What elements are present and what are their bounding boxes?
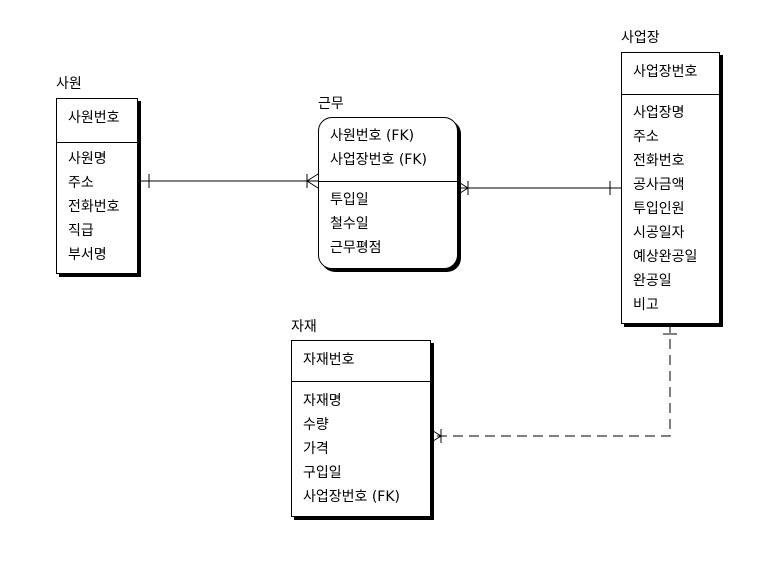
attribute: 사업장명 bbox=[633, 105, 685, 121]
attribute: 공사금액 bbox=[633, 177, 685, 193]
relationship-site-material bbox=[429, 323, 677, 444]
attribute: 자재명 bbox=[303, 393, 342, 409]
attribute: 근무평점 bbox=[330, 240, 382, 256]
divider bbox=[622, 94, 719, 95]
pk-section: 사원번호 (FK) 사업장번호 (FK) bbox=[319, 118, 457, 172]
attribute-list: 사원명 주소 전화번호 직급 부서명 bbox=[57, 147, 120, 267]
entity-work[interactable]: 사원번호 (FK) 사업장번호 (FK) 투입일 철수일 근무평점 bbox=[318, 117, 458, 269]
relationship-work-site bbox=[456, 180, 621, 196]
divider bbox=[57, 142, 137, 143]
attribute: 예상완공일 bbox=[633, 249, 698, 265]
pk-section: 사업장번호 bbox=[622, 53, 719, 84]
attribute: 전화번호 bbox=[68, 199, 120, 215]
attribute: 부서명 bbox=[68, 247, 107, 263]
attribute: 투입일 bbox=[330, 192, 369, 208]
pk-attribute: 사원번호 bbox=[68, 110, 120, 126]
pk-attribute: 사원번호 (FK) bbox=[330, 128, 415, 144]
divider bbox=[319, 181, 457, 182]
entity-employee[interactable]: 사원번호 사원명 주소 전화번호 직급 부서명 bbox=[56, 98, 138, 274]
entity-title-employee: 사원 bbox=[56, 76, 82, 92]
entity-title-work: 근무 bbox=[318, 96, 344, 112]
entity-title-site: 사업장 bbox=[621, 30, 660, 46]
attribute: 투입인원 bbox=[633, 201, 685, 217]
attribute: 수량 bbox=[303, 417, 329, 433]
attribute-list: 투입일 철수일 근무평점 bbox=[319, 188, 382, 260]
attribute: 구입일 bbox=[303, 465, 342, 481]
attribute: 완공일 bbox=[633, 273, 672, 289]
pk-attribute: 자재번호 bbox=[303, 352, 355, 368]
pk-section: 자재번호 bbox=[292, 341, 430, 372]
attribute: 철수일 bbox=[330, 216, 369, 232]
attribute: 전화번호 bbox=[633, 153, 685, 169]
pk-section: 사원번호 bbox=[57, 99, 137, 130]
attribute: 직급 bbox=[68, 223, 94, 239]
entity-title-material: 자재 bbox=[291, 319, 317, 335]
attribute: 주소 bbox=[68, 175, 94, 191]
attribute-list: 자재명 수량 가격 구입일 사업장번호 (FK) bbox=[292, 389, 400, 509]
attribute: 사원명 bbox=[68, 151, 107, 167]
relationship-employee-work bbox=[138, 173, 319, 189]
attribute: 가격 bbox=[303, 441, 329, 457]
attribute: 사업장번호 (FK) bbox=[303, 489, 401, 505]
pk-attribute: 사업장번호 bbox=[633, 64, 698, 80]
divider bbox=[292, 381, 430, 382]
attribute: 비고 bbox=[633, 297, 659, 313]
attribute-list: 사업장명 주소 전화번호 공사금액 투입인원 시공일자 예상완공일 완공일 비고 bbox=[622, 101, 697, 317]
entity-site[interactable]: 사업장번호 사업장명 주소 전화번호 공사금액 투입인원 시공일자 예상완공일 … bbox=[621, 52, 720, 324]
attribute: 주소 bbox=[633, 129, 659, 145]
pk-attribute: 사업장번호 (FK) bbox=[330, 152, 428, 168]
entity-material[interactable]: 자재번호 자재명 수량 가격 구입일 사업장번호 (FK) bbox=[291, 340, 431, 517]
attribute: 시공일자 bbox=[633, 225, 685, 241]
